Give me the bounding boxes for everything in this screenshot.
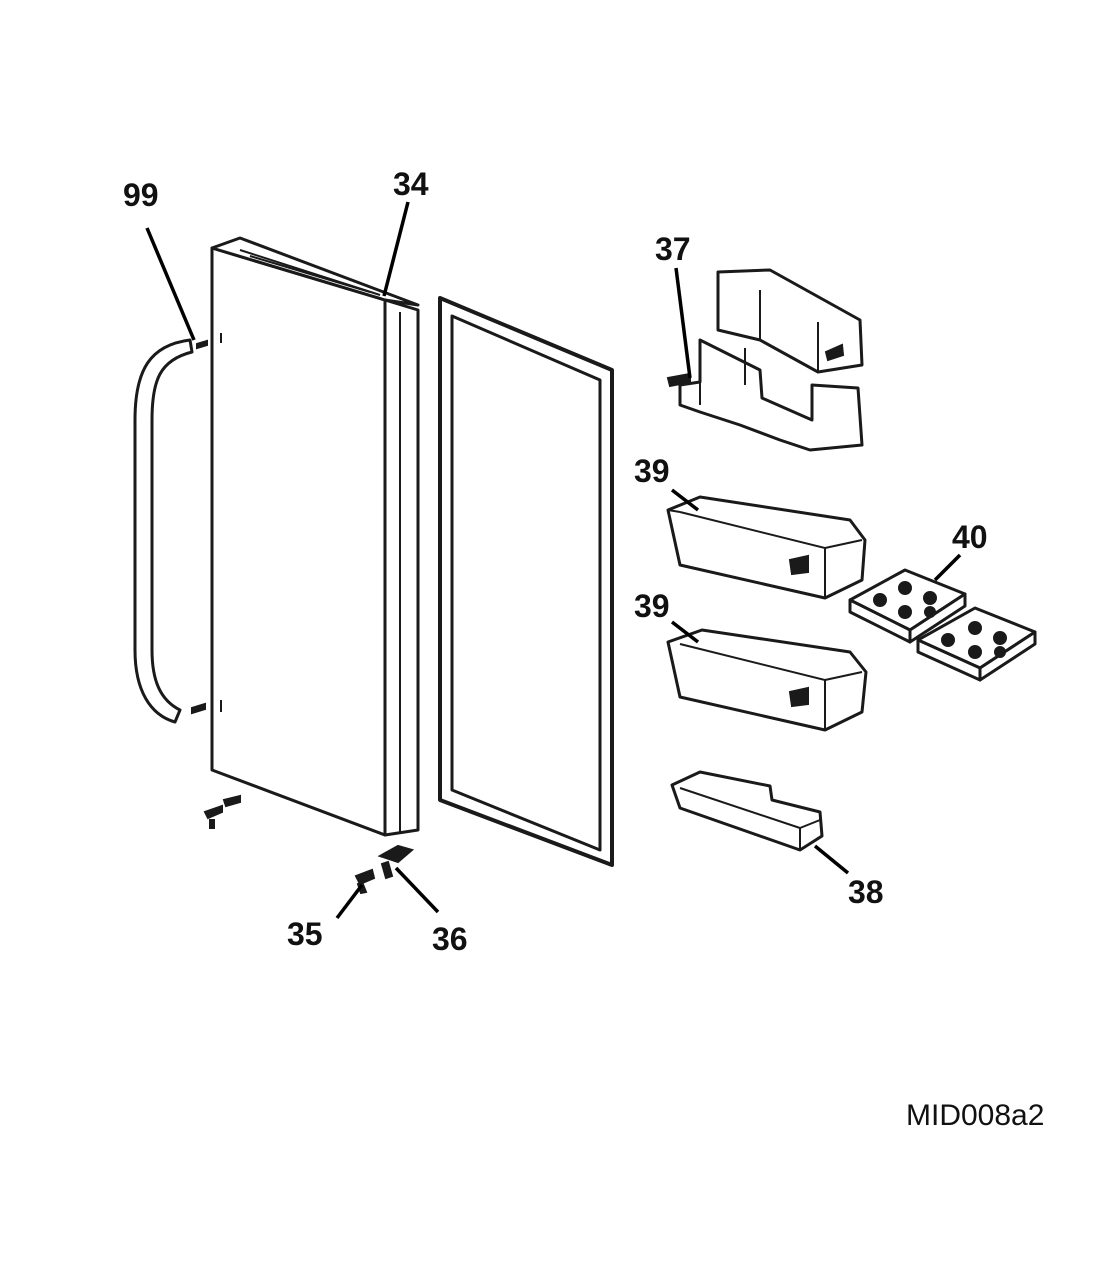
egg-tray-part[interactable]	[848, 568, 1037, 682]
leader-line-99	[145, 227, 196, 341]
leader-line-36	[394, 866, 440, 914]
callout-36: 36	[432, 921, 468, 957]
callout-35: 35	[287, 916, 323, 952]
leader-line-40	[933, 553, 962, 582]
drawing-code: MID008a2	[906, 1099, 1044, 1132]
callout-99: 99	[123, 177, 159, 213]
leader-line-39b	[670, 620, 700, 644]
dairy-bin-part[interactable]	[666, 268, 864, 452]
door-gasket-part[interactable]	[438, 296, 614, 867]
callout-40: 40	[952, 519, 988, 555]
door-bin-lower-part[interactable]	[666, 628, 868, 732]
leader-line-38	[813, 844, 850, 875]
callout-38: 38	[848, 874, 884, 910]
callout-39-upper: 39	[634, 453, 670, 489]
leader-line-37	[674, 267, 692, 379]
callout-34: 34	[393, 166, 429, 202]
callout-39-lower: 39	[634, 588, 670, 624]
hinge-screw-part[interactable]	[203, 794, 241, 829]
leader-line-39a	[670, 488, 700, 512]
small-shelf-part[interactable]	[670, 770, 824, 852]
door-bin-upper-part[interactable]	[666, 495, 867, 600]
bottom-hinge-part[interactable]	[377, 844, 415, 880]
callout-37: 37	[655, 231, 691, 267]
leader-line-35	[335, 883, 364, 920]
door-panel-part[interactable]	[191, 236, 420, 837]
door-handle-part[interactable]	[133, 338, 194, 724]
leader-line-34	[382, 201, 410, 297]
